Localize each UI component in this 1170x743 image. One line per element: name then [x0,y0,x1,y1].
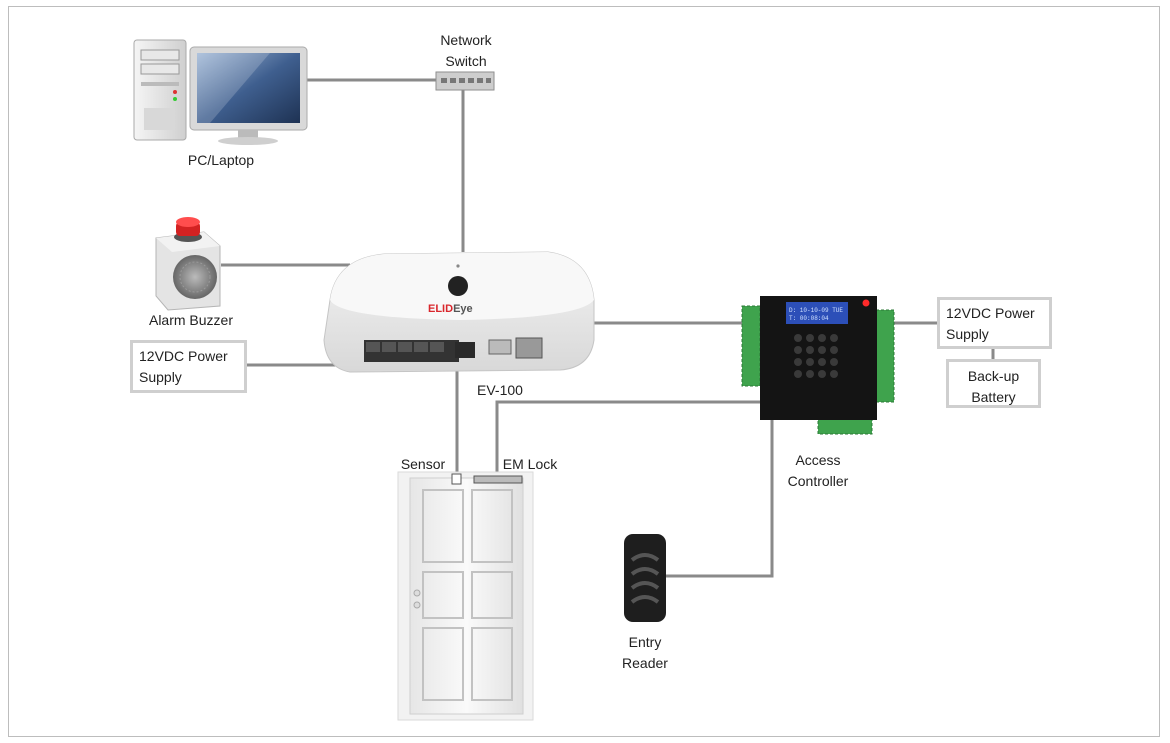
keypad-key [818,358,826,366]
diagram-frame [8,6,1160,737]
sensor-label: Sensor [400,456,446,472]
network-switch-image [435,71,495,91]
left-power-supply-box: 12VDC Power Supply [130,340,247,393]
status-led-icon [862,299,870,307]
keypad-key [830,370,838,378]
keypad-key [806,358,814,366]
em-lock-icon [473,475,523,484]
keypad [794,334,838,378]
keypad-key [806,334,814,342]
alarm-buzzer-image [155,217,221,311]
keypad-key [818,370,826,378]
ev100-device-image: ELIDEye [323,251,595,373]
keypad-key [830,334,838,342]
access-controller-label: Access Controller [787,452,849,489]
pc-laptop-image [133,39,308,145]
door-sensor-icon [451,473,462,485]
pc-laptop-label: PC/Laptop [187,152,255,168]
entry-reader-image [624,534,666,622]
keypad-key [794,346,802,354]
ev100-label: EV-100 [477,382,523,398]
keypad-key [806,346,814,354]
lcd-line-2: T: 00:08:04 [789,315,829,322]
entry-reader-label: Entry Reader [622,634,668,671]
network-switch-label: Network Switch [440,32,492,69]
keypad-key [818,334,826,342]
access-controller-image: D: 10-10-09 TUE T: 00:08:04 [741,296,895,435]
right-power-supply-box: 12VDC Power Supply [937,297,1052,349]
ev100-brand-text: ELIDEye [428,303,473,315]
keypad-key [794,370,802,378]
keypad-key [830,346,838,354]
keypad-key [830,358,838,366]
wire-controller-emlock [495,400,762,476]
wire-controller-reader [665,420,774,578]
em-lock-label: EM Lock [502,456,558,472]
lcd-line-1: D: 10-10-09 TUE [789,307,843,314]
door-image [397,471,534,721]
keypad-key [818,346,826,354]
keypad-key [794,358,802,366]
backup-battery-box: Back-up Battery [946,359,1041,408]
alarm-buzzer-label: Alarm Buzzer [148,312,234,328]
connection-wires [221,78,995,578]
keypad-key [806,370,814,378]
keypad-key [794,334,802,342]
power-button-icon [448,276,468,296]
